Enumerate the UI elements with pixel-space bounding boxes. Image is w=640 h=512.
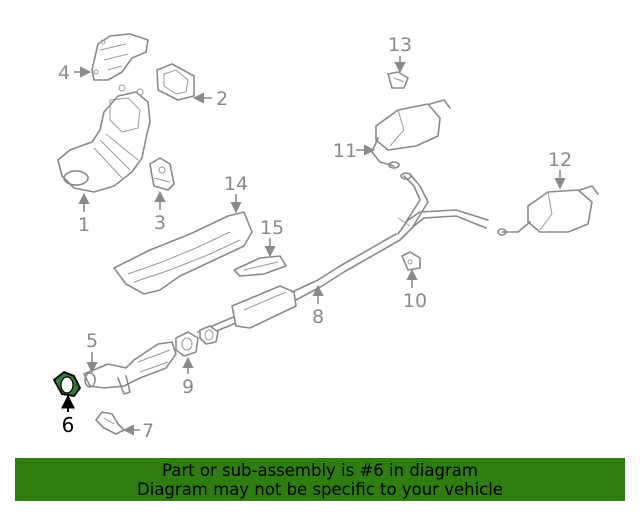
- part-5-front-pipe[interactable]: [83, 341, 177, 395]
- callout-5: 5: [86, 330, 98, 352]
- banner-line-disclaimer: Diagram may not be specific to your vehi…: [137, 479, 503, 499]
- exhaust-parts-diagram: 1 2 3 4 5 6 7 8 9 10 11 12 13 14 15: [52, 33, 599, 442]
- callout-4: 4: [58, 62, 70, 84]
- part-9-gasket[interactable]: [175, 325, 219, 357]
- callout-labels: 1 2 3 4 5 6 7 8 9 10 11 12 13 14 15: [58, 34, 572, 442]
- callout-1: 1: [78, 214, 90, 236]
- callout-13: 13: [388, 34, 412, 56]
- part-3-bracket[interactable]: [149, 157, 175, 191]
- callout-3: 3: [154, 212, 166, 234]
- part-10-hanger[interactable]: [401, 251, 421, 271]
- part-8-center-pipe[interactable]: [197, 172, 489, 339]
- part-13-bracket[interactable]: [387, 71, 409, 89]
- banner-line-part: Part or sub-assembly is #6 in diagram: [162, 460, 478, 480]
- part-info-banner: Part or sub-assembly is #6 in diagram Di…: [15, 458, 625, 501]
- callout-12: 12: [548, 149, 572, 171]
- part-11-left-muffler[interactable]: [371, 99, 451, 169]
- part-2-gasket[interactable]: [156, 63, 195, 101]
- callout-2: 2: [216, 88, 228, 110]
- callout-10: 10: [403, 290, 427, 312]
- leader-lines: [61, 56, 566, 436]
- part-14-heat-shield[interactable]: [113, 211, 253, 295]
- callout-11: 11: [333, 140, 357, 162]
- part-12-right-muffler[interactable]: [497, 185, 599, 236]
- callout-6: 6: [62, 413, 75, 437]
- callout-9: 9: [182, 376, 194, 398]
- part-4-heat-shield[interactable]: [91, 33, 149, 81]
- part-6-gasket[interactable]: [52, 370, 82, 397]
- callout-15: 15: [260, 217, 284, 239]
- callout-7: 7: [142, 420, 154, 442]
- part-15-heat-shield[interactable]: [233, 255, 287, 277]
- part-7-clamp[interactable]: [95, 411, 125, 435]
- part-1-exhaust-manifold[interactable]: [57, 84, 151, 193]
- callout-8: 8: [312, 306, 324, 328]
- callout-14: 14: [224, 173, 248, 195]
